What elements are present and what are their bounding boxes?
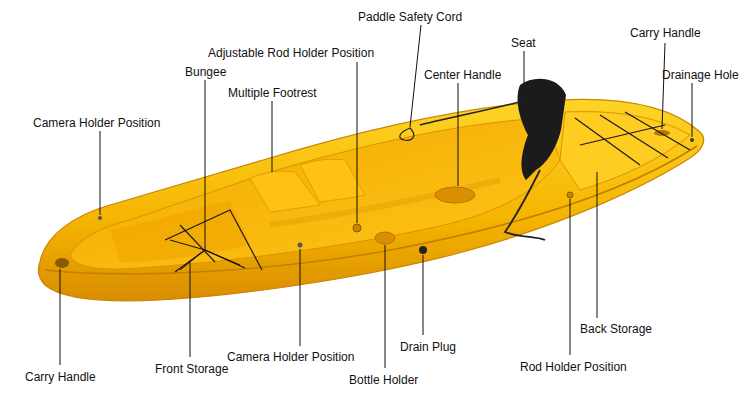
drain-plug: [419, 246, 427, 254]
bottle-holder: [375, 232, 395, 244]
part-label: Drain Plug: [400, 340, 456, 354]
part-label: Rod Holder Position: [520, 360, 627, 374]
footrest: [300, 159, 365, 202]
part-label: Center Handle: [424, 68, 501, 82]
rod-holder: [353, 224, 361, 232]
center-handle: [435, 187, 475, 203]
part-label: Camera Holder Position: [33, 116, 160, 130]
part-label: Seat: [511, 36, 536, 50]
front-storage-well: [110, 200, 250, 262]
rear-deck: [560, 112, 690, 190]
drainage-hole: [690, 138, 694, 142]
part-label: Camera Holder Position: [227, 350, 354, 364]
rod-holder: [567, 192, 573, 198]
floor-texture: [270, 180, 500, 225]
part-label: Carry Handle: [25, 370, 96, 384]
part-label: Adjustable Rod Holder Position: [208, 46, 374, 60]
camera-mount: [298, 243, 303, 248]
bungee-cords: [165, 112, 690, 272]
part-label: Bungee: [185, 65, 226, 79]
part-label: Paddle Safety Cord: [358, 10, 462, 24]
part-label: Front Storage: [155, 362, 228, 376]
cockpit-well: [70, 118, 560, 269]
leader-lines: [60, 25, 692, 368]
part-label: Drainage Hole: [662, 68, 739, 82]
part-label: Back Storage: [580, 322, 652, 336]
part-label: Multiple Footrest: [228, 86, 317, 100]
seat: [400, 79, 566, 240]
carry-handle: [55, 258, 69, 268]
part-label: Bottle Holder: [349, 373, 418, 387]
hull-rim: [45, 146, 697, 274]
camera-mount: [98, 216, 102, 220]
part-label: Carry Handle: [630, 26, 701, 40]
